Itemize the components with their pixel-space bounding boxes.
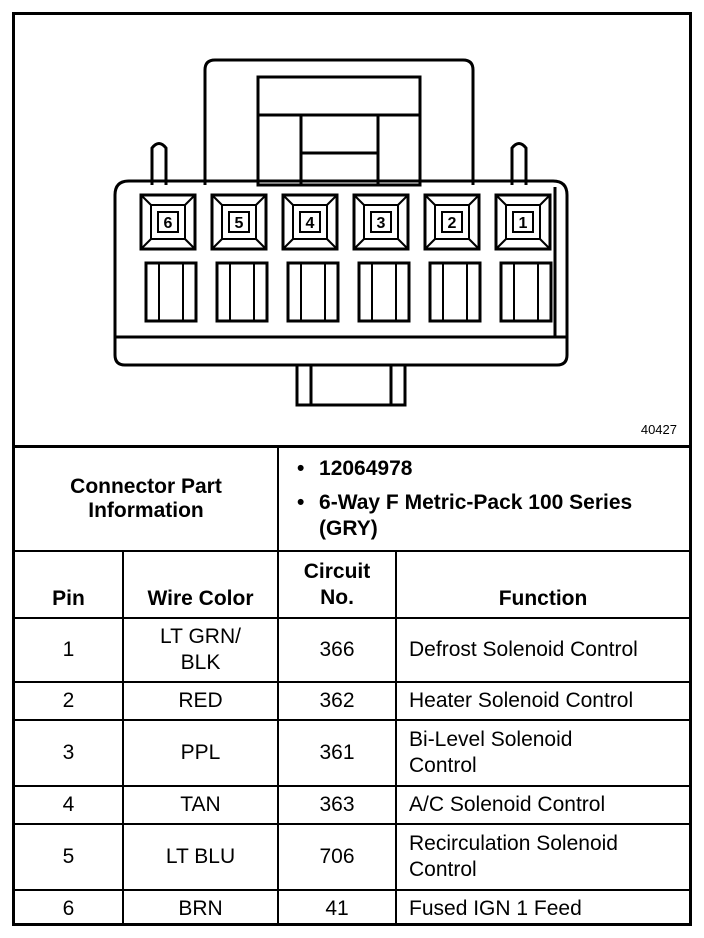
- header-row: Pin Wire Color Circuit No. Function: [15, 550, 690, 619]
- function-cell: Recirculation Solenoid Control: [395, 823, 690, 891]
- table-row: 6 BRN 41 Fused IGN 1 Feed: [15, 889, 690, 926]
- pin-cell: 3: [15, 719, 124, 787]
- pin-cavity-4: 4: [281, 193, 339, 251]
- function-cell: Fused IGN 1 Feed: [395, 889, 690, 926]
- pinout-table: Connector Part Information 12064978 6-Wa…: [15, 448, 690, 926]
- pin-cavity-6: 6: [139, 193, 197, 251]
- pin-number-label: 6: [164, 215, 173, 232]
- table-row: 1 LT GRN/ BLK 366 Defrost Solenoid Contr…: [15, 617, 690, 683]
- connector-diagram: 6 5 4 3 2 1 40427: [15, 15, 689, 448]
- circuit-cell: 41: [277, 889, 398, 926]
- latch-outline: [203, 58, 475, 185]
- terminal-slot: [357, 261, 411, 323]
- function-cell: Defrost Solenoid Control: [395, 617, 690, 683]
- pin-cavity-2: 2: [423, 193, 481, 251]
- terminal-slot: [499, 261, 553, 323]
- wire-color-cell: LT BLU: [121, 823, 280, 891]
- latch-inner: [299, 113, 380, 187]
- terminal-slot: [144, 261, 198, 323]
- part-info-row: Connector Part Information 12064978 6-Wa…: [15, 448, 690, 552]
- header-function: Function: [395, 550, 690, 619]
- connector-body: [113, 179, 569, 367]
- pin-number-label: 1: [519, 215, 528, 232]
- circuit-cell: 706: [277, 823, 398, 891]
- part-info-list: 12064978 6-Way F Metric-Pack 100 Series …: [277, 448, 690, 552]
- part-number: 12064978: [297, 456, 683, 482]
- terminal-slot: [215, 261, 269, 323]
- wire-color-cell: TAN: [121, 785, 280, 825]
- pin-number-label: 5: [235, 215, 244, 232]
- pin-cell: 4: [15, 785, 124, 825]
- circuit-cell: 362: [277, 681, 398, 721]
- table-row: 3 PPL 361 Bi-Level Solenoid Control: [15, 719, 690, 787]
- connector-drawing: 6 5 4 3 2 1: [113, 58, 569, 407]
- pin-cavity-3: 3: [352, 193, 410, 251]
- header-pin: Pin: [15, 550, 124, 619]
- pin-cavity-5: 5: [210, 193, 268, 251]
- header-wire-color: Wire Color: [121, 550, 280, 619]
- table-row: 4 TAN 363 A/C Solenoid Control: [15, 785, 690, 825]
- circuit-cell: 363: [277, 785, 398, 825]
- circuit-cell: 366: [277, 617, 398, 683]
- pin-number-label: 2: [448, 215, 457, 232]
- latch-window: [256, 75, 422, 187]
- part-info-label: Connector Part Information: [15, 448, 280, 552]
- function-cell: Bi-Level Solenoid Control: [395, 719, 690, 787]
- bottom-tab: [295, 363, 407, 407]
- wire-color-cell: RED: [121, 681, 280, 721]
- left-post: [150, 142, 168, 185]
- pin-cell: 6: [15, 889, 124, 926]
- header-circuit: Circuit No.: [277, 550, 398, 619]
- figure-id: 40427: [640, 422, 677, 437]
- wire-color-cell: PPL: [121, 719, 280, 787]
- pin-cavity-1: 1: [494, 193, 552, 251]
- part-description: 6-Way F Metric-Pack 100 Series (GRY): [297, 490, 683, 542]
- pin-cell: 2: [15, 681, 124, 721]
- function-cell: Heater Solenoid Control: [395, 681, 690, 721]
- pin-number-label: 3: [377, 215, 386, 232]
- terminal-slot: [286, 261, 340, 323]
- wire-color-cell: LT GRN/ BLK: [121, 617, 280, 683]
- function-cell: A/C Solenoid Control: [395, 785, 690, 825]
- pin-cell: 5: [15, 823, 124, 891]
- terminal-slot: [428, 261, 482, 323]
- pin-cell: 1: [15, 617, 124, 683]
- right-post: [510, 142, 528, 185]
- table-row: 5 LT BLU 706 Recirculation Solenoid Cont…: [15, 823, 690, 891]
- pin-number-label: 4: [306, 215, 315, 232]
- table-row: 2 RED 362 Heater Solenoid Control: [15, 681, 690, 721]
- circuit-cell: 361: [277, 719, 398, 787]
- wire-color-cell: BRN: [121, 889, 280, 926]
